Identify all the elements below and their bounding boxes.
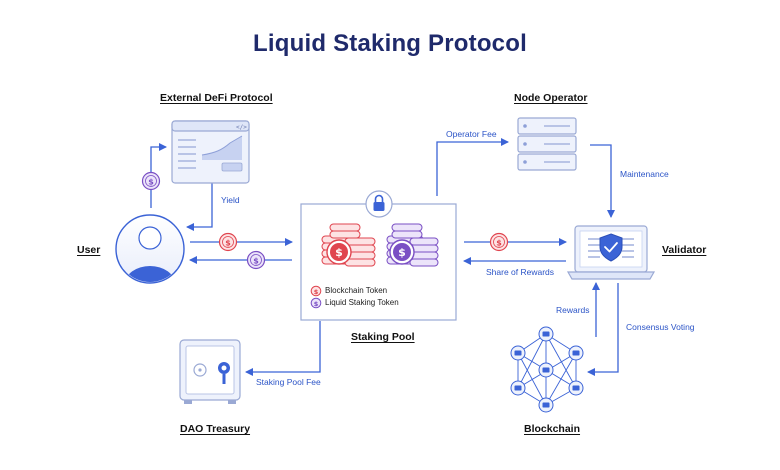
svg-text:$: $ bbox=[148, 178, 154, 187]
flow-label-operator-fee: Operator Fee bbox=[446, 129, 497, 139]
node-label-dao-treasury: DAO Treasury bbox=[180, 423, 251, 435]
liquid-staking-token-stack: $ bbox=[386, 223, 439, 267]
legend-liquid-coin-icon: $ bbox=[310, 297, 322, 309]
node-label-node-operator: Node Operator bbox=[514, 92, 588, 104]
flow-label-maintenance: Maintenance bbox=[620, 169, 669, 179]
node-label-user: User bbox=[77, 244, 101, 256]
node-label-blockchain: Blockchain bbox=[524, 423, 581, 435]
coin-pool-to-validator-icon: $ bbox=[489, 232, 509, 252]
lock-icon bbox=[373, 194, 385, 211]
server-rack-icon bbox=[517, 117, 577, 171]
network-nodes-icon bbox=[510, 326, 584, 413]
svg-text:$: $ bbox=[253, 257, 259, 266]
legend-liquid-staking-token: Liquid Staking Token bbox=[325, 298, 399, 307]
legend-blockchain-coin-icon: $ bbox=[310, 285, 322, 297]
page-title: Liquid Staking Protocol bbox=[253, 30, 527, 57]
arrow-maintenance bbox=[590, 144, 615, 218]
svg-text:$: $ bbox=[314, 288, 319, 296]
svg-text:$: $ bbox=[496, 239, 502, 248]
flow-label-share-of-rewards: Share of Rewards bbox=[486, 267, 555, 277]
node-label-validator: Validator bbox=[662, 244, 707, 256]
svg-text:$: $ bbox=[314, 300, 319, 308]
arrow-operator-fee bbox=[436, 138, 509, 196]
browser-chart-icon: </> bbox=[171, 120, 250, 184]
node-label-external-defi: External DeFi Protocol bbox=[160, 92, 273, 104]
coin-user-to-pool-icon: $ bbox=[218, 232, 238, 252]
arrow-consensus-voting bbox=[587, 283, 619, 376]
flow-label-yield: Yield bbox=[221, 195, 240, 205]
flow-label-staking-pool-fee: Staking Pool Fee bbox=[256, 377, 321, 387]
svg-text:</>: </> bbox=[236, 124, 247, 131]
connectors bbox=[150, 138, 619, 376]
safe-vault-icon bbox=[179, 339, 241, 404]
blockchain-token-stack: $ bbox=[321, 223, 376, 267]
svg-text:$: $ bbox=[335, 246, 343, 259]
coin-user-to-defi-icon: $ bbox=[141, 171, 161, 191]
svg-text:$: $ bbox=[225, 239, 231, 248]
legend-blockchain-token: Blockchain Token bbox=[325, 286, 388, 295]
flow-label-rewards: Rewards bbox=[556, 305, 590, 315]
coin-pool-to-user-icon: $ bbox=[246, 250, 266, 270]
laptop-shield-icon bbox=[566, 225, 656, 280]
user-avatar-icon bbox=[115, 214, 185, 284]
node-label-staking-pool: Staking Pool bbox=[351, 331, 415, 343]
arrow-staking-pool-fee bbox=[245, 321, 321, 376]
arrow-yield-to-user bbox=[186, 183, 213, 231]
svg-text:$: $ bbox=[398, 246, 406, 259]
flow-label-consensus-voting: Consensus Voting bbox=[626, 322, 695, 332]
